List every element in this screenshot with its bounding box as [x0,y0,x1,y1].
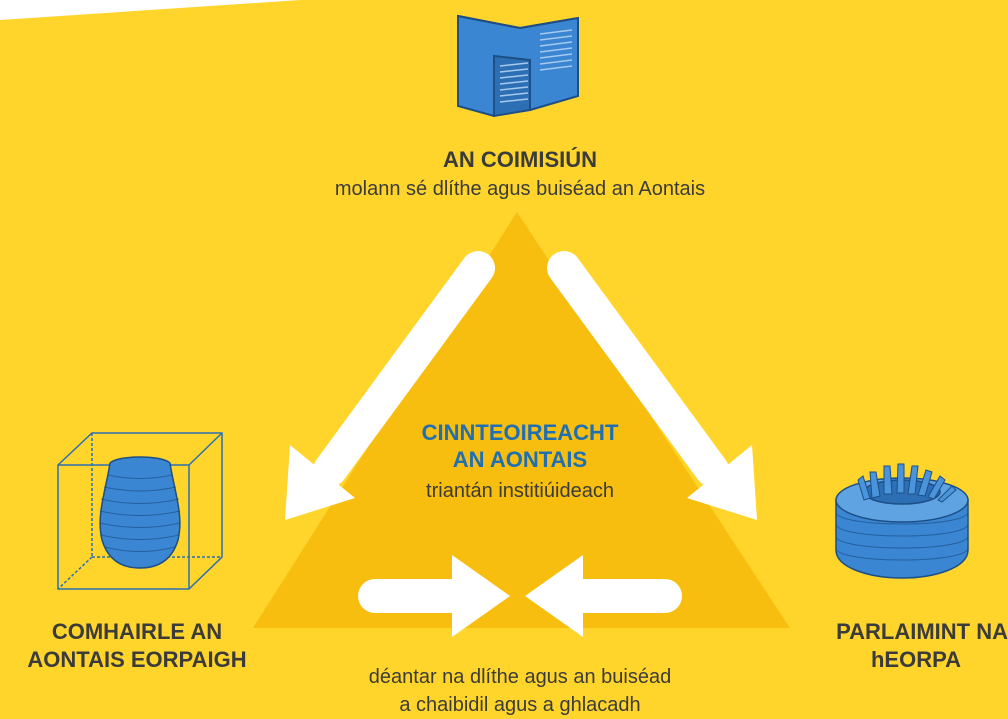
council-egg-in-cube-icon [57,432,223,590]
bottom-description-line2: a chaibidil agus a ghlacadh [399,694,641,716]
parliament-hemicycle-icon [835,463,969,579]
bottom-description-line1: déantar na dlíthe agus an buiséad [368,666,672,688]
center-subtitle: triantán institiúideach [426,480,614,502]
center-title-line1: CINNTEOIREACHT [421,420,619,445]
commission-building-icon [457,14,579,118]
arrow-council-to-center [358,555,510,637]
top-left-corner-shape [0,0,300,20]
council-title-line2: AONTAIS EORPAIGH [27,647,247,672]
arrow-parliament-to-center [525,555,682,637]
arrow-commission-to-parliament [547,251,757,520]
parliament-title-line2: hEORPA [870,647,962,672]
commission-description: molann sé dlíthe agus buiséad an Aontais [334,178,706,200]
central-triangle [253,212,790,628]
council-title-line1: COMHAIRLE AN [51,619,223,644]
parliament-title-line1: PARLAIMINT NA [836,619,1008,644]
arrow-commission-to-council [285,251,495,520]
commission-title: AN COIMISIÚN [443,147,597,172]
center-title-line2: AN AONTAIS [452,447,588,472]
